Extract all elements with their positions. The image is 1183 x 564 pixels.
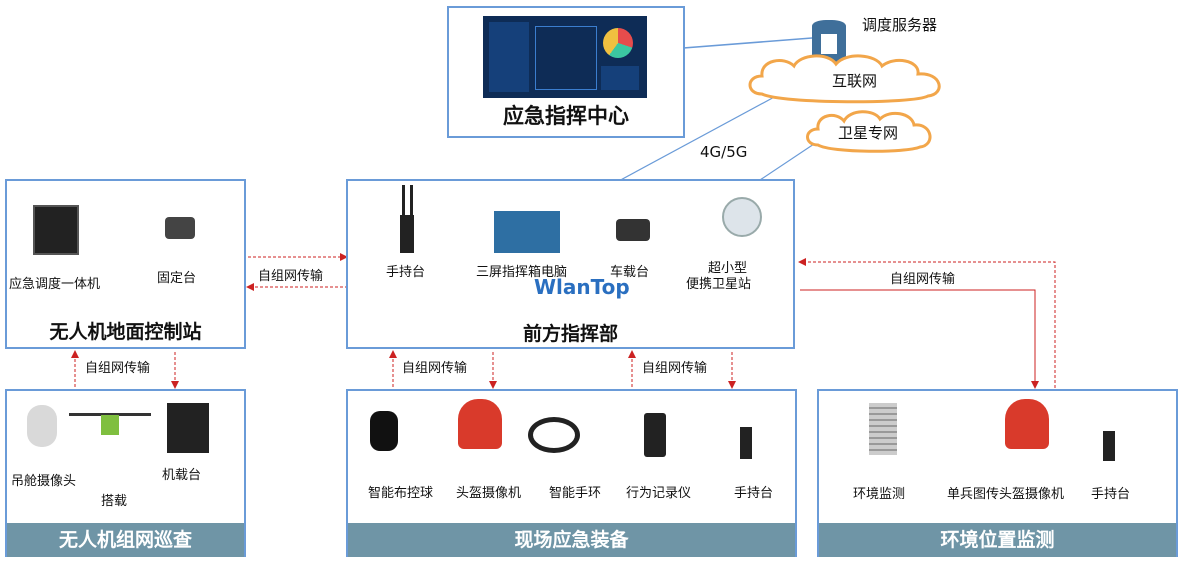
- front-device-1: 手持台: [386, 265, 426, 280]
- uav-device-1: 吊舱摄像头: [11, 474, 77, 489]
- handheld-radio-antenna-icon: [402, 185, 405, 215]
- uav-patrol-box: 吊舱摄像头 机载台 搭载 无人机组网巡查: [5, 389, 246, 557]
- onsite-equipment-box: 智能布控球 头盔摄像机 智能手环 行为记录仪 手持台 现场应急装备: [346, 389, 797, 557]
- env-monitor-title: 环境位置监测: [819, 523, 1176, 557]
- dispatch-terminal-icon: [33, 205, 79, 255]
- env-sensor-icon: [869, 403, 897, 455]
- ground-station-title: 无人机地面控制站: [49, 321, 202, 343]
- front-command-box: 手持台 三屏指挥箱电脑 车载台 超小型 便携卫星站 WlanTop 前方指挥部: [346, 179, 795, 349]
- drone-icon: [69, 413, 151, 436]
- onsite-device-5: 手持台: [734, 486, 774, 501]
- smart-band-icon: [528, 417, 580, 453]
- command-center-title: 应急指挥中心: [503, 104, 629, 128]
- satellite-net-label: 卫星专网: [838, 124, 899, 142]
- dashboard-screen: [483, 16, 647, 98]
- server-label: 调度服务器: [862, 16, 938, 34]
- handheld-radio-icon: [1103, 431, 1115, 461]
- watermark: WlanTop: [534, 275, 630, 299]
- drone-body-icon: [101, 415, 119, 435]
- satellite-cloud-icon: [806, 110, 932, 153]
- triple-screen-laptop-icon: [494, 211, 560, 253]
- front-device-4: 超小型: [708, 261, 748, 276]
- link-label-ground-uav: 自组网传输: [85, 357, 151, 376]
- airborne-radio-icon: [167, 403, 209, 453]
- env-device-1: 环境监测: [853, 487, 906, 502]
- front-command-title: 前方指挥部: [522, 323, 618, 345]
- env-device-3: 手持台: [1091, 487, 1131, 502]
- body-recorder-icon: [644, 413, 666, 457]
- handheld-radio-icon: [400, 215, 414, 253]
- onsite-device-1: 智能布控球: [368, 486, 434, 501]
- link-label-right: 自组网传输: [890, 268, 956, 287]
- onsite-device-3: 智能手环: [549, 486, 602, 501]
- link-label-left: 自组网传输: [258, 265, 324, 284]
- fixed-radio-icon: [165, 217, 195, 239]
- onsite-device-4: 行为记录仪: [626, 486, 692, 501]
- env-monitor-box: 环境监测 单兵图传头盔摄像机 手持台 环境位置监测: [817, 389, 1178, 557]
- front-device-5: 便携卫星站: [686, 277, 752, 292]
- onsite-device-2: 头盔摄像机: [456, 486, 522, 501]
- front-device-3: 车载台: [610, 265, 650, 280]
- network-4g5g-label: 4G/5G: [700, 143, 748, 161]
- smart-ptz-ball-icon: [370, 411, 398, 451]
- handheld-radio-antenna-icon: [410, 185, 413, 215]
- uav-device-2: 机载台: [162, 468, 202, 483]
- env-device-2: 单兵图传头盔摄像机: [947, 487, 1065, 502]
- link-label-front-onsite-left: 自组网传输: [402, 357, 468, 376]
- internet-label: 互联网: [832, 72, 878, 90]
- helmet-camera-icon: [1005, 399, 1049, 449]
- link-label-front-onsite-right: 自组网传输: [642, 357, 708, 376]
- satellite-dish-icon: [722, 197, 762, 237]
- ground-device-2: 固定台: [157, 271, 197, 286]
- handheld-radio-icon: [740, 427, 752, 459]
- gimbal-camera-icon: [27, 405, 57, 447]
- vehicle-radio-icon: [616, 219, 650, 241]
- command-center-box: 应急指挥中心: [447, 6, 685, 138]
- internet-cloud-icon: [748, 54, 941, 104]
- mount-label: 搭载: [101, 494, 128, 509]
- uav-patrol-title: 无人机组网巡查: [7, 523, 244, 557]
- helmet-camera-icon: [458, 399, 502, 449]
- ground-device-1: 应急调度一体机: [9, 277, 101, 292]
- front-device-2: 三屏指挥箱电脑: [476, 265, 568, 280]
- ground-station-box: 应急调度一体机 固定台 无人机地面控制站: [5, 179, 246, 349]
- onsite-equipment-title: 现场应急装备: [348, 523, 795, 557]
